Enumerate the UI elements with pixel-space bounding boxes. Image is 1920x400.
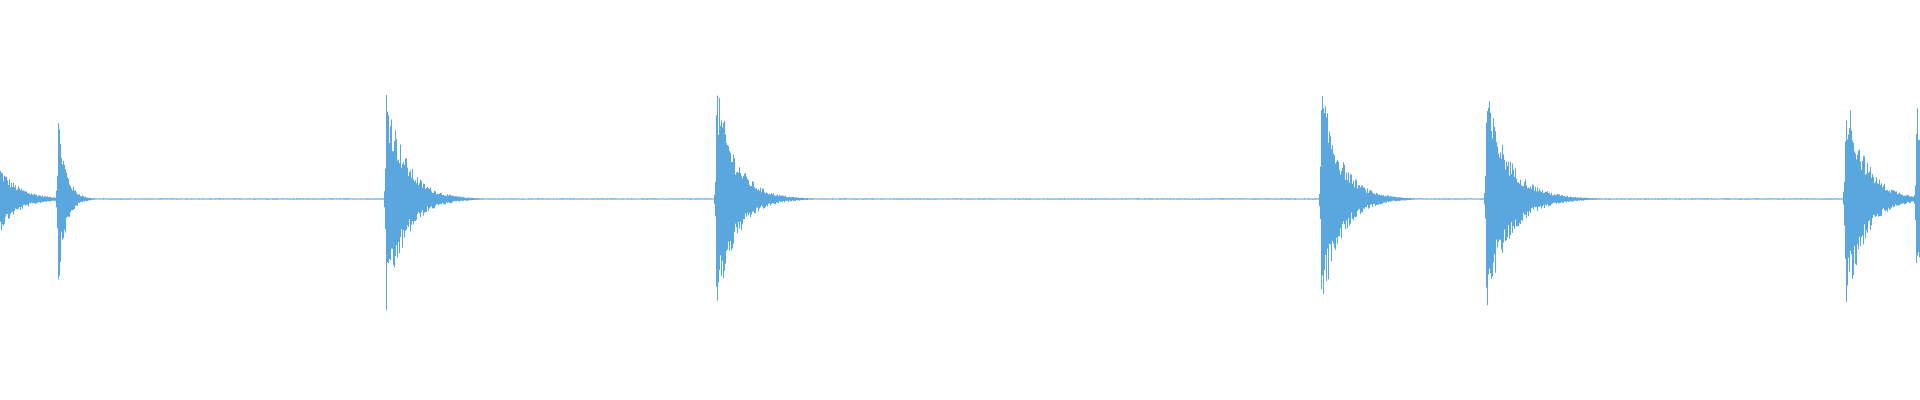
waveform-trace: [0, 95, 1920, 311]
